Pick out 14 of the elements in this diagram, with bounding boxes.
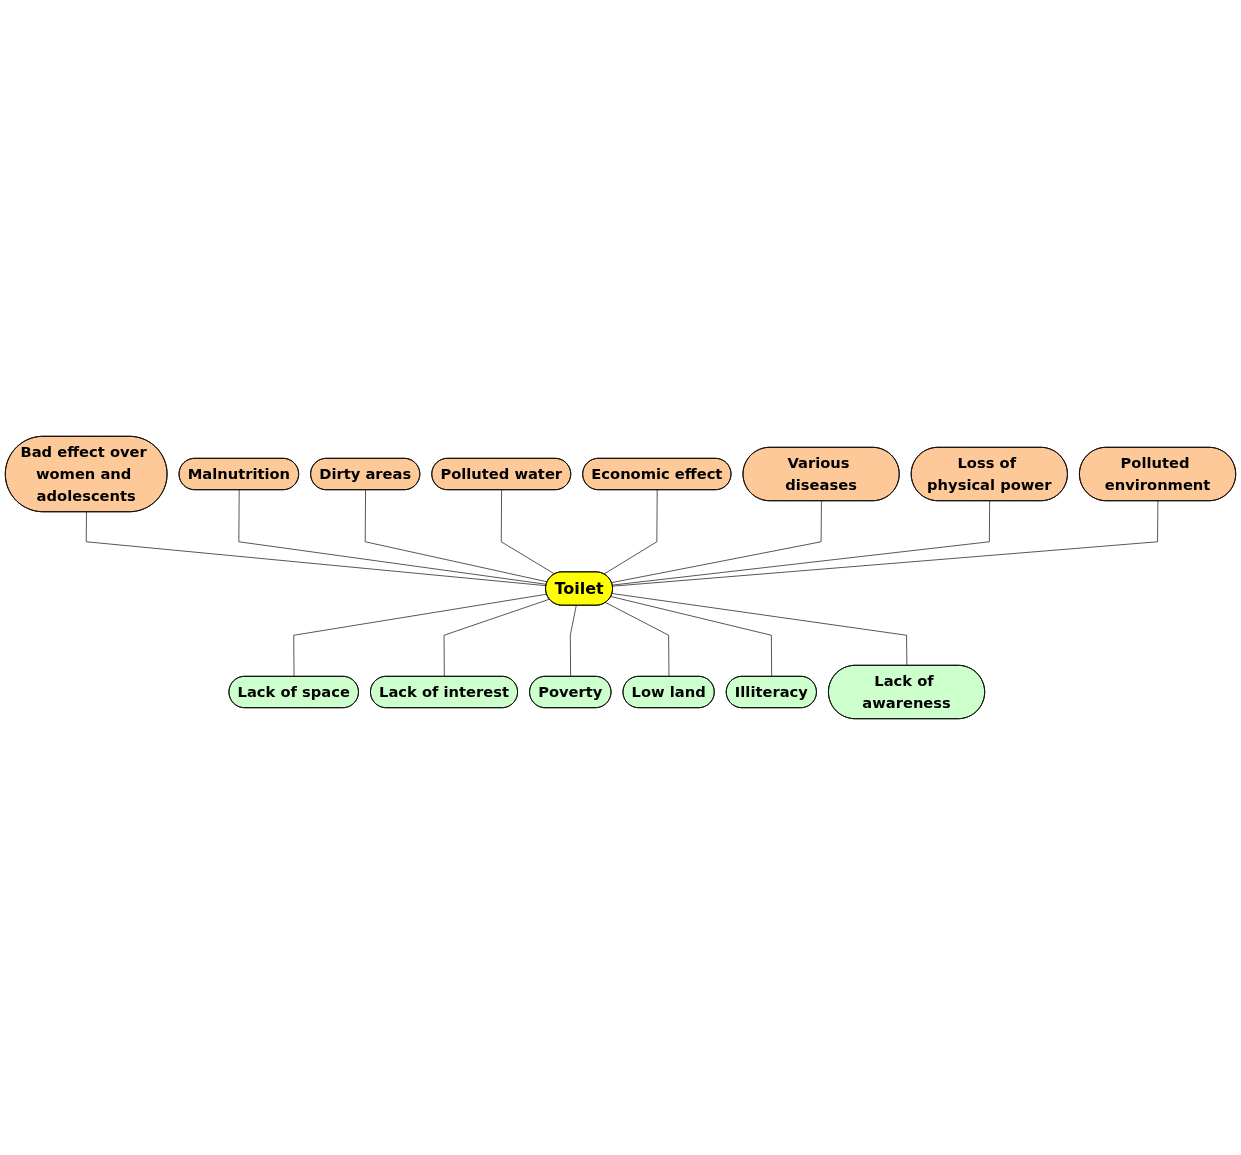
connector — [293, 593, 548, 677]
connector — [610, 596, 772, 677]
connector — [605, 602, 670, 677]
connector — [85, 511, 547, 587]
connector — [443, 598, 550, 677]
connector — [603, 489, 658, 575]
connector — [238, 489, 547, 585]
connector — [612, 500, 1159, 587]
connector — [364, 489, 548, 583]
connector — [500, 489, 556, 575]
connector — [569, 605, 577, 677]
connector — [612, 500, 990, 586]
connector — [611, 593, 908, 666]
connector — [611, 500, 822, 583]
